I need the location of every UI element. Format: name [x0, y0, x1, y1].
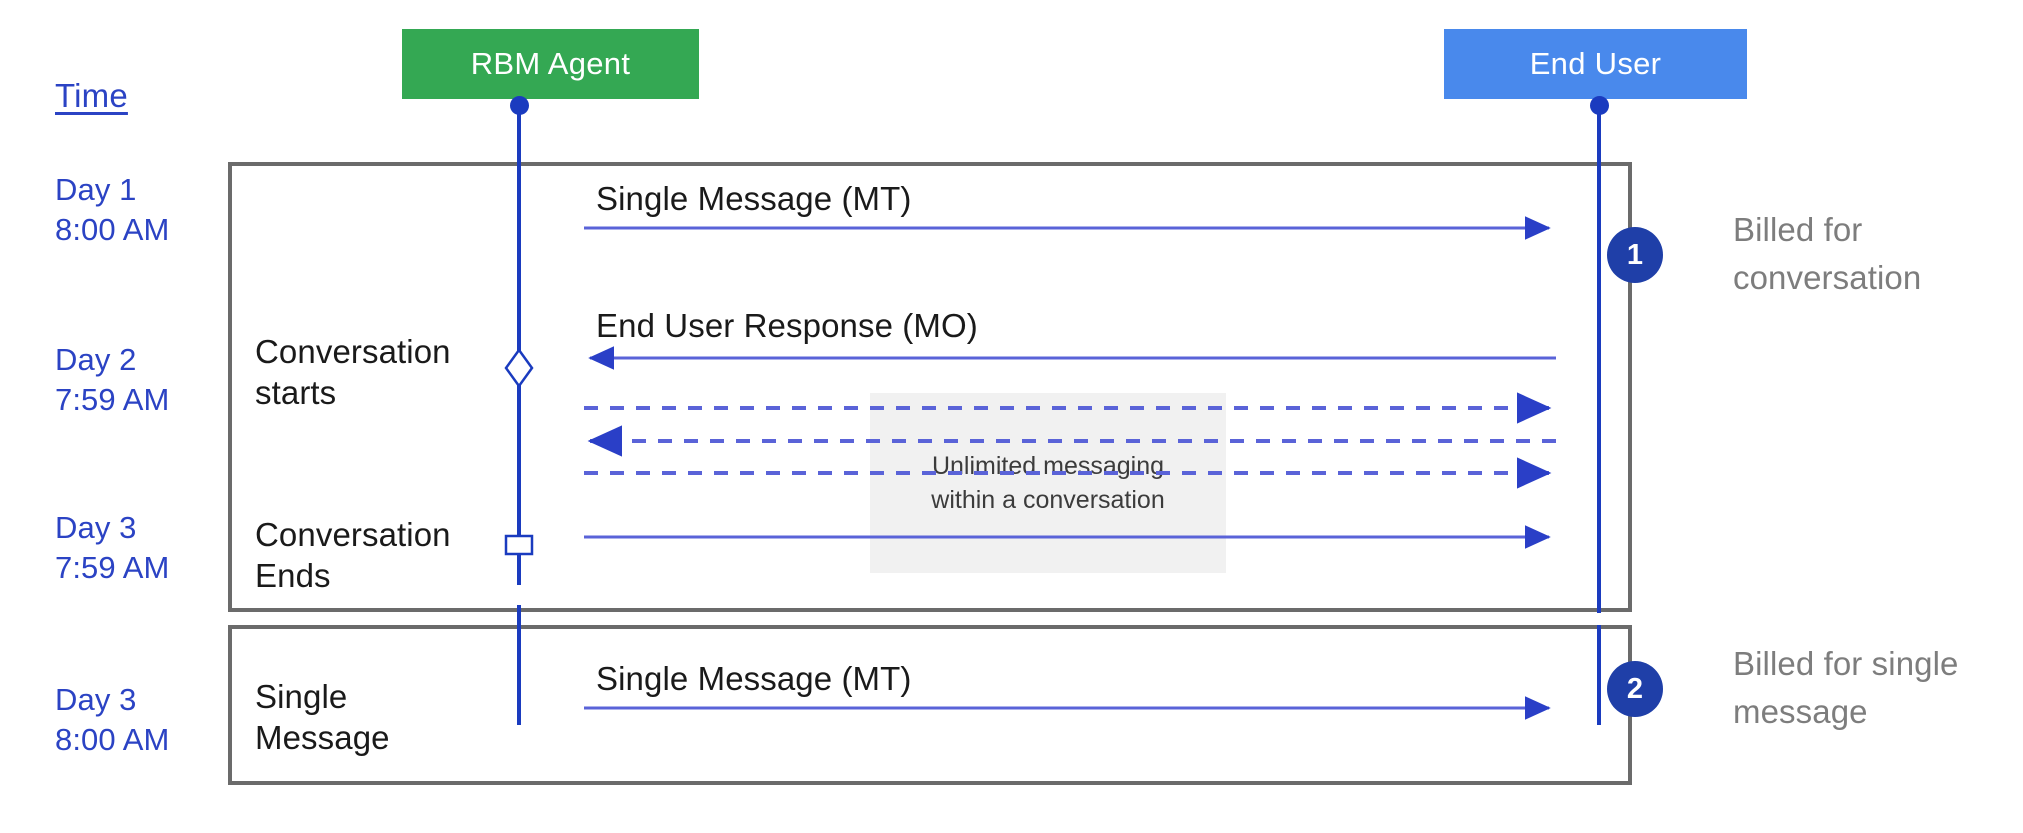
state-label-conversation-starts: Conversation starts	[255, 333, 451, 411]
lifeline-end-user-lower	[1597, 625, 1601, 725]
actor-header-rbm-agent: RBM Agent	[402, 29, 699, 99]
message-label-m7: Single Message (MT)	[596, 660, 912, 697]
annotation-billed-conversation: Billed for conversation	[1733, 211, 1922, 296]
time-column-header: Time	[55, 77, 128, 114]
section-frame-single-message	[228, 625, 1632, 785]
conversation-start-diamond-icon	[504, 348, 534, 388]
lifeline-rbm-agent-lower	[517, 605, 521, 725]
actor-label-end-user: End User	[1529, 46, 1662, 81]
note-line-2: within a conversation	[931, 486, 1165, 514]
state-label-single-message: Single Message	[255, 678, 390, 756]
time-label-day3-end: Day 3 7:59 AM	[55, 510, 170, 585]
time-label-day3-single: Day 3 8:00 AM	[55, 682, 170, 757]
conversation-end-rect-icon	[504, 534, 534, 556]
time-label-day1: Day 1 8:00 AM	[55, 172, 170, 247]
actor-label-rbm-agent: RBM Agent	[470, 46, 631, 81]
status-badge-2: 2	[1607, 661, 1663, 717]
message-label-m1: Single Message (MT)	[596, 180, 912, 217]
annotation-billed-single-message: Billed for single message	[1733, 645, 1959, 730]
section-frame-conversation	[228, 162, 1632, 612]
message-label-m2: End User Response (MO)	[596, 307, 978, 344]
actor-header-end-user: End User	[1444, 29, 1747, 99]
note-unlimited-messaging: Unlimited messaging within a conversatio…	[870, 393, 1226, 573]
status-badge-1: 1	[1607, 227, 1663, 283]
note-line-1: Unlimited messaging	[931, 452, 1165, 480]
state-label-conversation-ends: Conversation Ends	[255, 516, 451, 594]
lifeline-rbm-agent-upper	[517, 105, 521, 585]
lifeline-end-user-upper	[1597, 105, 1601, 613]
time-label-day2: Day 2 7:59 AM	[55, 342, 170, 417]
